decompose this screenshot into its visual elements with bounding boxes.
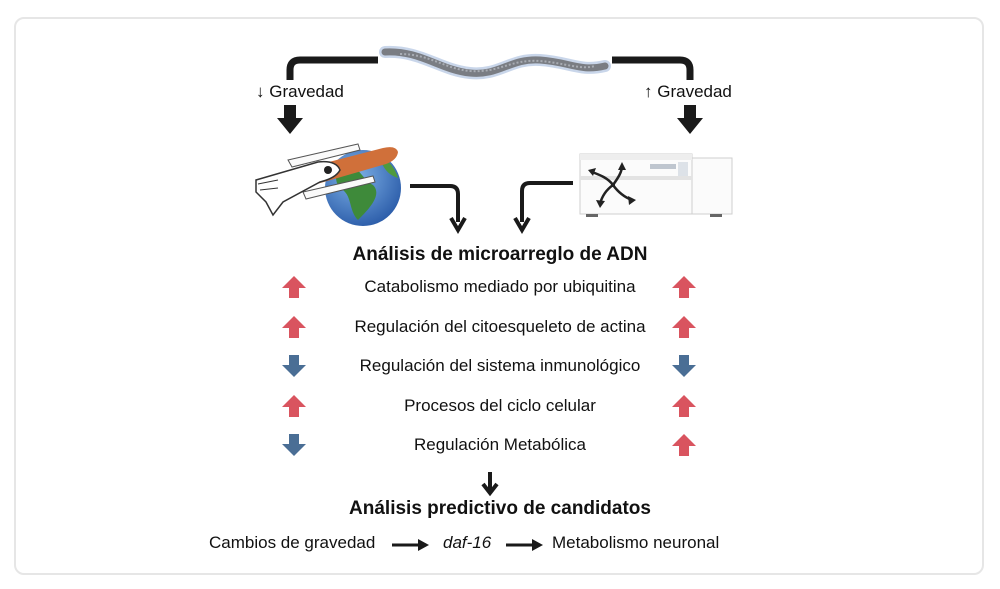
arrow-down-icon — [282, 434, 306, 456]
figure-card — [14, 17, 984, 575]
arrow-right-icon — [506, 539, 543, 551]
microarray-row-label: Regulación del citoesqueleto de actina — [354, 316, 646, 336]
microarray-row-label: Catabolismo mediado por ubiquitina — [364, 277, 636, 296]
arrow-up-small-icon: ↑ — [644, 82, 653, 101]
chain-step-daf16: daf-16 — [443, 533, 492, 552]
arrow-up-icon — [282, 276, 306, 298]
right-regulation-arrow — [672, 355, 696, 377]
left-regulation-arrow — [282, 355, 306, 377]
arrow-down-icon — [481, 472, 499, 497]
left-regulation-arrow — [282, 276, 306, 298]
arrow-up-icon — [672, 394, 696, 417]
arrow-up-icon — [672, 276, 696, 298]
decreased-gravity-label: ↓ Gravedad — [256, 82, 344, 101]
prediction-title: Análisis predictivo de candidatos — [349, 498, 651, 519]
left-regulation-arrow — [282, 315, 306, 338]
right-regulation-arrow — [672, 394, 696, 417]
right-regulation-arrow — [672, 315, 696, 338]
chain-step-neuronal-metabolism: Metabolismo neuronal — [552, 533, 720, 552]
arrow-down-small-icon: ↓ — [256, 82, 265, 101]
chain-step-gravity-changes: Cambios de gravedad — [209, 533, 376, 552]
right-regulation-arrow — [672, 434, 696, 456]
microarray-row-label: Regulación del sistema inmunológico — [359, 356, 641, 375]
arrow-up-icon — [672, 434, 696, 456]
right-regulation-arrow — [672, 276, 696, 298]
microarray-row-label: Regulación Metabólica — [414, 435, 586, 454]
centrifuge-icon — [579, 153, 733, 217]
c-elegans-worm-icon — [379, 45, 611, 80]
microarray-title: Análisis de microarreglo de ADN — [352, 244, 648, 265]
arrow-up-icon — [282, 315, 306, 338]
arrow-down-icon — [282, 355, 306, 377]
space-shuttle-earth-icon — [255, 143, 401, 226]
microarray-row-label: Procesos del ciclo celular — [404, 395, 596, 415]
increased-gravity-label: ↑ Gravedad — [644, 82, 732, 101]
arrow-down-icon — [672, 355, 696, 377]
arrow-up-icon — [282, 394, 306, 417]
left-regulation-arrow — [282, 394, 306, 417]
arrow-up-icon — [672, 315, 696, 338]
left-regulation-arrow — [282, 434, 306, 456]
arrow-right-icon — [392, 539, 429, 551]
